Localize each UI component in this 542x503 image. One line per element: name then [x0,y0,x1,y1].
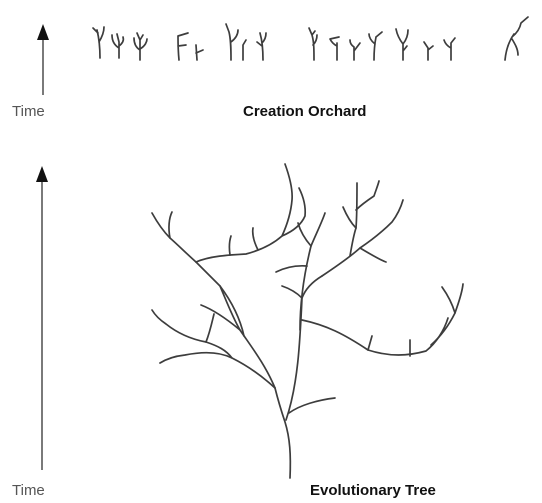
tree-branch [159,351,276,389]
tree-branch [151,212,197,263]
orchard-sapling [242,39,247,61]
tree-branch [151,309,233,359]
tree-branch [355,180,380,211]
tree-branch [299,212,326,331]
orchard-sapling [92,26,105,59]
orchard-sapling [349,39,361,61]
tree-branch [205,313,215,343]
tree-branch [285,275,323,421]
orchard-sapling [111,33,125,59]
orchard-time-axis [37,24,49,95]
tree-branch [195,163,293,263]
orchard-sapling [225,23,239,61]
evolution-title: Evolutionary Tree [310,482,436,499]
tree-branch [195,261,276,389]
orchard-sapling [177,32,189,61]
tree-branch [321,199,404,277]
orchard-sapling [256,32,267,61]
tree-branch [200,304,241,331]
orchard-sapling [133,32,148,61]
evolutionary-tree [151,163,464,479]
tree-branch [441,286,456,314]
orchard-title: Creation Orchard [243,103,367,120]
orchard-time-axis-label: Time [12,103,45,120]
creation-orchard [92,16,529,61]
tree-branch [251,227,259,251]
tree-branch [367,335,373,351]
orchard-sapling [308,27,318,61]
tree-branch [301,317,449,356]
tree-branch [275,264,308,273]
tree-branch [359,247,387,263]
orchard-sapling [423,41,434,61]
orchard-sapling [329,36,340,61]
orchard-sapling [443,37,456,61]
evolution-time-axis-label: Time [12,482,45,499]
tree-branch [288,397,336,414]
tree-branch [342,206,357,229]
evolution-time-axis [36,166,48,470]
tree-branch [228,235,232,256]
tree-branch [349,182,358,257]
orchard-sapling [195,44,204,61]
tree-branch [281,285,303,299]
tree-branch [297,222,312,247]
orchard-sapling [368,31,383,61]
tree-branch [219,285,245,337]
evolution-axis-arrowhead [36,166,48,182]
orchard-sapling [395,28,409,61]
tree-trunk [274,387,292,479]
tree-branch [168,211,173,239]
orchard-axis-arrowhead [37,24,49,40]
orchard-sapling [504,16,529,61]
tree-branch [281,187,307,237]
